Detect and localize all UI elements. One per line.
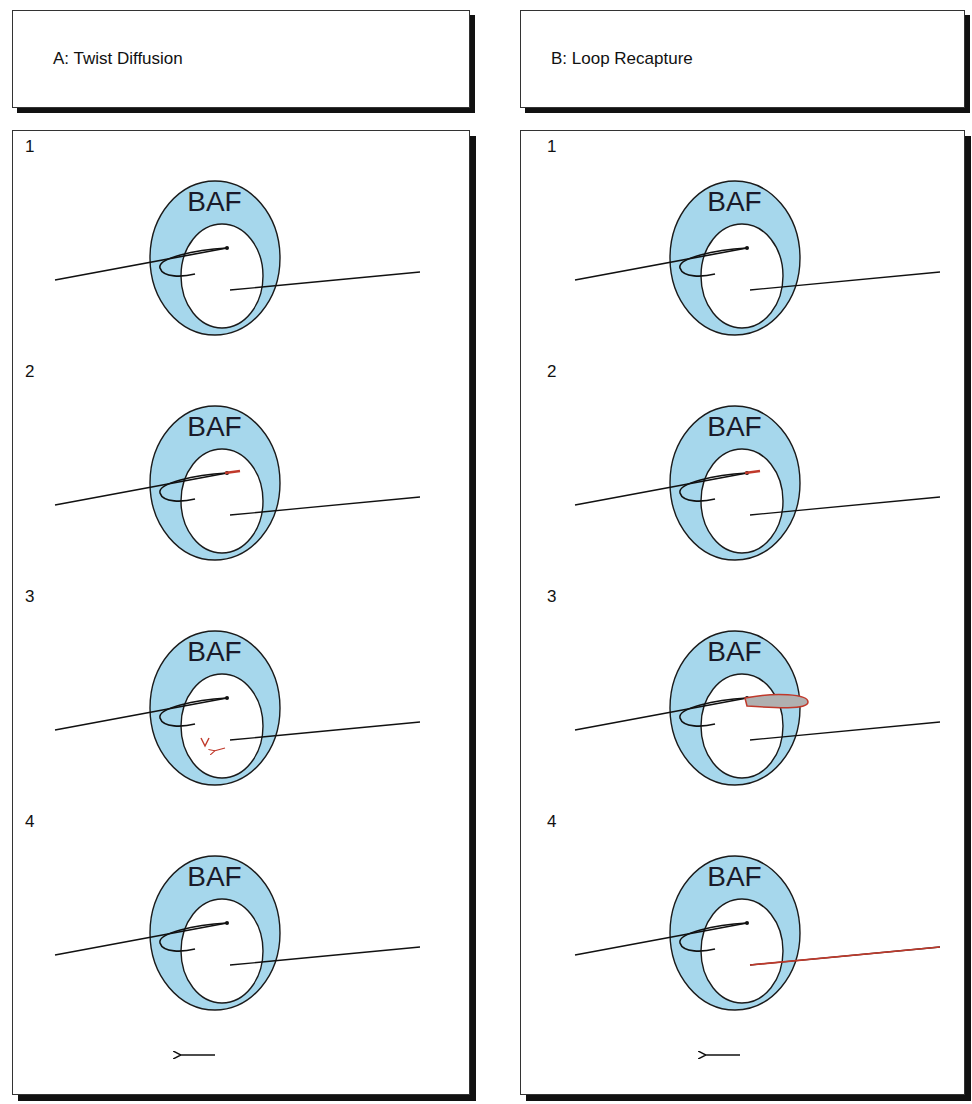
baf-ring: BAF xyxy=(669,405,801,561)
ring-label: BAF xyxy=(669,411,801,443)
header-title: A: Twist Diffusion xyxy=(53,49,183,69)
baf-ring: BAF xyxy=(149,405,281,561)
step-panel: 1234BAFBAFBAFBAF xyxy=(12,130,470,1095)
step-number: 2 xyxy=(547,362,556,382)
step-number: 3 xyxy=(25,587,34,607)
step-number: 3 xyxy=(547,587,556,607)
baf-ring: BAF xyxy=(149,630,281,786)
ring-label: BAF xyxy=(669,636,801,668)
baf-ring: BAF xyxy=(669,180,801,336)
header-title: B: Loop Recapture xyxy=(551,49,693,69)
step-number: 4 xyxy=(547,812,556,832)
ring-label: BAF xyxy=(149,411,281,443)
baf-ring: BAF xyxy=(669,855,801,1011)
baf-ring: BAF xyxy=(149,180,281,336)
step-number: 1 xyxy=(25,137,34,157)
ring-label: BAF xyxy=(149,186,281,218)
ring-label: BAF xyxy=(669,861,801,893)
panel-header: A: Twist Diffusion xyxy=(12,10,470,108)
panel-header: B: Loop Recapture xyxy=(520,10,965,108)
ring-label: BAF xyxy=(669,186,801,218)
step-number: 4 xyxy=(25,812,34,832)
step-number: 1 xyxy=(547,137,556,157)
ring-label: BAF xyxy=(149,636,281,668)
baf-ring: BAF xyxy=(149,855,281,1011)
ring-label: BAF xyxy=(149,861,281,893)
step-panel: 1234BAFBAFBAFBAF xyxy=(520,130,965,1095)
baf-ring: BAF xyxy=(669,630,801,786)
step-number: 2 xyxy=(25,362,34,382)
